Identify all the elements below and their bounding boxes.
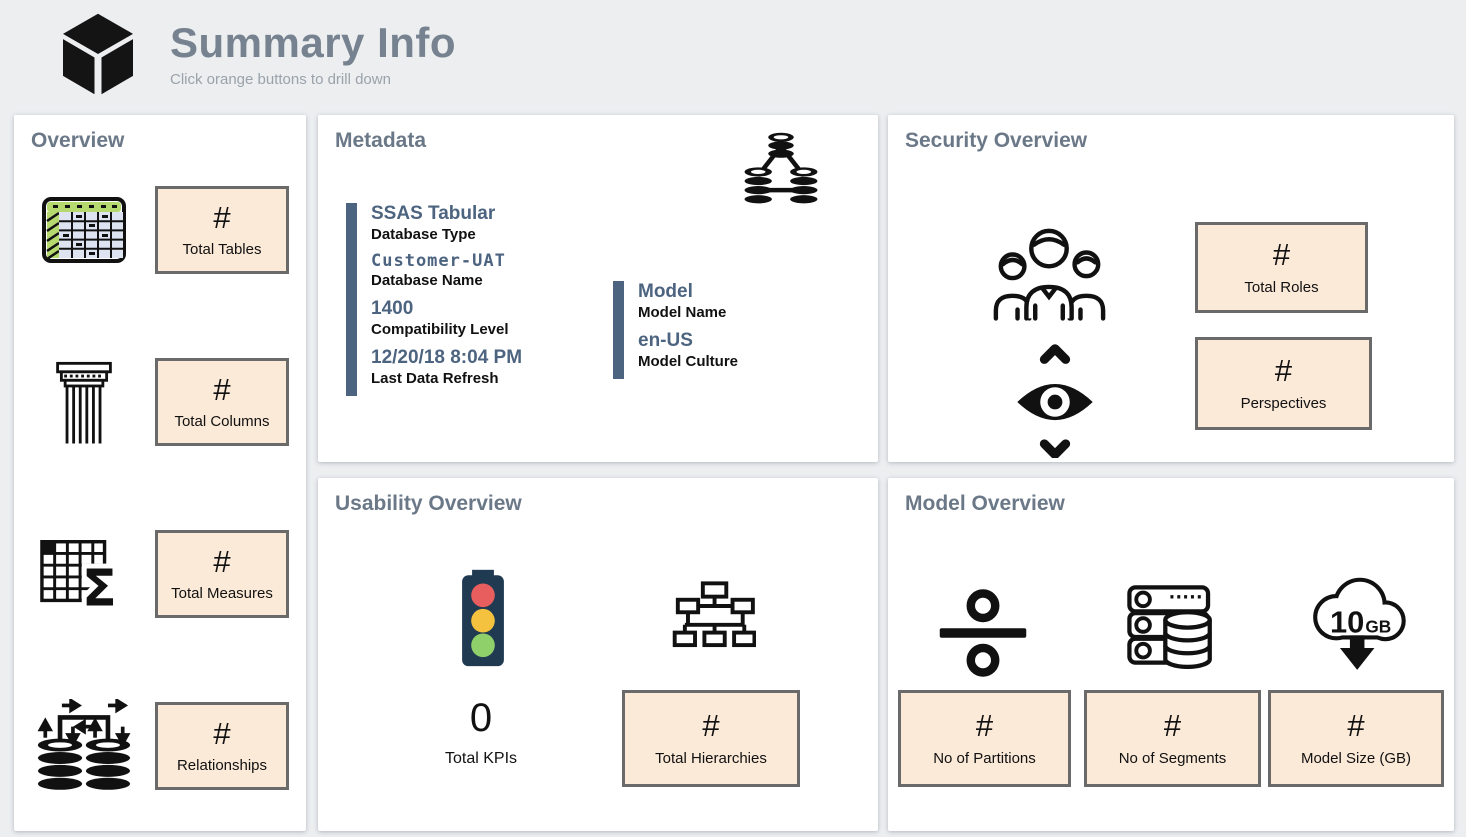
compatibility-level-value: 1400 xyxy=(371,298,414,320)
partitions-label: No of Partitions xyxy=(933,749,1036,767)
page-header: Summary Info Click orange buttons to dri… xyxy=(170,19,457,89)
overview-card: Overview xyxy=(14,115,306,831)
metadata-field: Model Model Name xyxy=(638,281,738,322)
page-subtitle: Click orange buttons to drill down xyxy=(170,71,391,89)
metadata-card-title: Metadata xyxy=(335,129,427,152)
total-kpis-value: 0 xyxy=(469,696,493,740)
perspectives-value: # xyxy=(1274,353,1293,389)
relationships-icon xyxy=(14,699,154,791)
total-hierarchies-button[interactable]: # Total Hierarchies xyxy=(622,690,800,787)
cloud-download-icon: 10 GB xyxy=(1313,577,1406,670)
segments-label: No of Segments xyxy=(1118,749,1227,767)
partitions-button[interactable]: # No of Partitions xyxy=(898,690,1071,787)
model-size-value: # xyxy=(1347,708,1365,744)
total-measures-button[interactable]: # Total Measures xyxy=(155,530,289,618)
usability-card-title: Usability Overview xyxy=(335,492,522,515)
total-roles-button[interactable]: # Total Roles xyxy=(1195,222,1368,313)
metadata-field: 12/20/18 8:04 PM Last Data Refresh xyxy=(371,347,522,388)
overview-row-measures: Σ # Total Measures xyxy=(14,529,306,619)
overview-row-relationships: # Relationships xyxy=(14,699,306,791)
metadata-field: en-US Model Culture xyxy=(638,330,738,371)
svg-text:Σ: Σ xyxy=(82,558,117,610)
model-name-value: Model xyxy=(638,281,693,302)
people-icon xyxy=(993,228,1106,321)
database-type-value: SSAS Tabular xyxy=(371,203,496,224)
cloud-size-unit: GB xyxy=(1365,617,1391,637)
security-card-title: Security Overview xyxy=(905,129,1088,152)
measures-icon: Σ xyxy=(14,529,154,619)
metadata-field: 1400 Compatibility Level xyxy=(371,298,522,339)
eye-icon xyxy=(1017,344,1093,458)
total-measures-label: Total Measures xyxy=(171,585,273,603)
total-hierarchies-value: # xyxy=(702,708,720,744)
page-title: Summary Info xyxy=(170,19,457,66)
total-kpis-label: Total KPIs xyxy=(444,750,518,767)
perspectives-label: Perspectives xyxy=(1240,394,1327,412)
model-name-label: Model Name xyxy=(638,303,727,321)
model-card-title: Model Overview xyxy=(905,492,1065,515)
total-tables-value: # xyxy=(213,199,231,235)
model-culture-label: Model Culture xyxy=(638,352,738,370)
database-name-value: Customer-UAT xyxy=(371,250,506,271)
model-card: Model Overview # No of Partitions xyxy=(888,478,1454,831)
relationships-button[interactable]: # Relationships xyxy=(155,702,289,790)
last-refresh-value: 12/20/18 8:04 PM xyxy=(371,347,523,369)
column-icon xyxy=(14,357,154,447)
segments-button[interactable]: # No of Segments xyxy=(1084,690,1261,787)
metadata-field: SSAS Tabular Database Type xyxy=(371,203,522,244)
total-roles-value: # xyxy=(1272,237,1291,273)
total-columns-value: # xyxy=(213,371,231,407)
segments-value: # xyxy=(1163,708,1182,744)
perspectives-button[interactable]: # Perspectives xyxy=(1195,337,1372,430)
total-tables-label: Total Tables xyxy=(182,241,262,259)
metadata-card: Metadata SSAS Tabular Database Type xyxy=(318,115,878,462)
database-hierarchy-icon xyxy=(744,132,818,204)
last-refresh-label: Last Data Refresh xyxy=(371,370,499,388)
division-icon xyxy=(939,589,1027,677)
table-icon xyxy=(14,185,154,275)
relationships-value: # xyxy=(213,715,231,751)
security-card: Security Overview # Total Roles xyxy=(888,115,1454,462)
database-type-label: Database Type xyxy=(371,225,476,243)
traffic-light-icon xyxy=(462,569,504,667)
total-roles-label: Total Roles xyxy=(1244,278,1319,296)
total-columns-button[interactable]: # Total Columns xyxy=(155,358,289,446)
total-tables-button[interactable]: # Total Tables xyxy=(155,186,289,274)
overview-row-columns: # Total Columns xyxy=(14,357,306,447)
hierarchy-icon xyxy=(672,581,756,648)
model-size-label: Model Size (GB) xyxy=(1300,749,1412,767)
database-name-label: Database Name xyxy=(371,272,483,290)
total-hierarchies-label: Total Hierarchies xyxy=(655,749,767,767)
overview-row-tables: # Total Tables xyxy=(14,185,306,275)
usability-card: Usability Overview 0 Total KPIs # xyxy=(318,478,878,831)
model-culture-value: en-US xyxy=(638,329,693,351)
total-measures-value: # xyxy=(213,543,231,579)
server-database-icon xyxy=(1127,585,1212,670)
compatibility-level-label: Compatibility Level xyxy=(371,321,509,339)
total-columns-label: Total Columns xyxy=(174,413,270,431)
cube-icon xyxy=(63,13,133,95)
metadata-field: Customer-UAT Database Name xyxy=(371,250,522,291)
partitions-value: # xyxy=(975,708,994,744)
metadata-left-fields: SSAS Tabular Database Type Customer-UAT … xyxy=(346,203,522,397)
relationships-label: Relationships xyxy=(176,757,268,775)
cloud-size-value: 10 xyxy=(1330,605,1364,640)
overview-card-title: Overview xyxy=(31,129,125,152)
model-size-button[interactable]: # Model Size (GB) xyxy=(1268,690,1444,787)
metadata-right-fields: Model Model Name en-US Model Culture xyxy=(613,281,738,379)
